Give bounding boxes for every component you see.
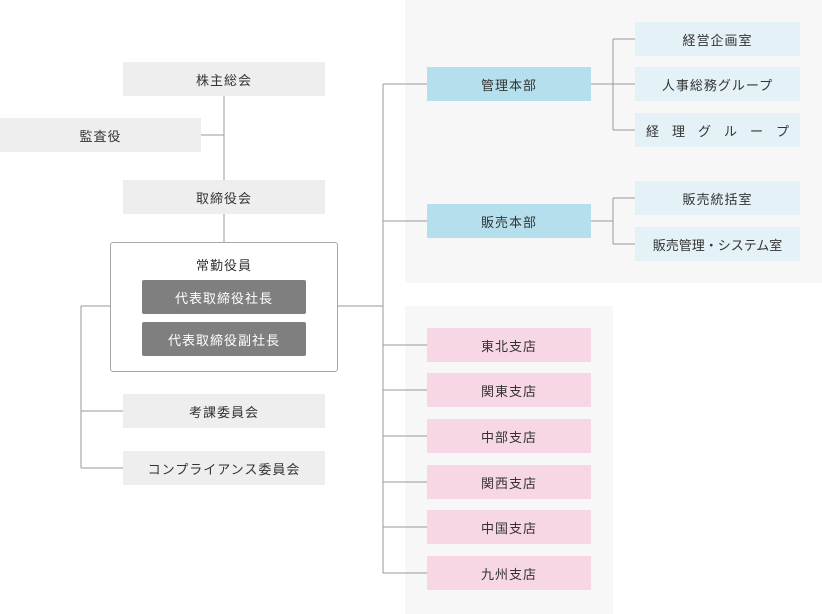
compliance-committee-box: コンプライアンス委員会 [123,451,325,485]
shareholders-meeting-box: 株主総会 [123,62,325,96]
vice-president-box: 代表取締役副社長 [142,322,306,356]
branch-kansai-box: 関西支店 [427,465,591,499]
sales-control-office-box: 販売統括室 [635,181,800,215]
corporate-planning-office-box: 経営企画室 [635,22,800,56]
evaluation-committee-box: 考課委員会 [123,394,325,428]
executive-officers-title: 常勤役員 [195,259,252,274]
auditor-box: 監査役 [0,118,201,152]
branch-chugoku-box: 中国支店 [427,510,591,544]
board-of-directors-box: 取締役会 [123,180,325,214]
accounting-group-box: 経 理 グ ル ー プ [635,113,800,147]
sales-division-box: 販売本部 [427,204,591,238]
branch-kyushu-box: 九州支店 [427,556,591,590]
branch-kanto-box: 関東支店 [427,373,591,407]
branch-chubu-box: 中部支店 [427,419,591,453]
hr-general-affairs-group-box: 人事総務グループ [635,67,800,101]
sales-management-systems-office-box: 販売管理・システム室 [635,227,800,261]
management-division-box: 管理本部 [427,67,591,101]
president-box: 代表取締役社長 [142,280,306,314]
branch-tohoku-box: 東北支店 [427,328,591,362]
